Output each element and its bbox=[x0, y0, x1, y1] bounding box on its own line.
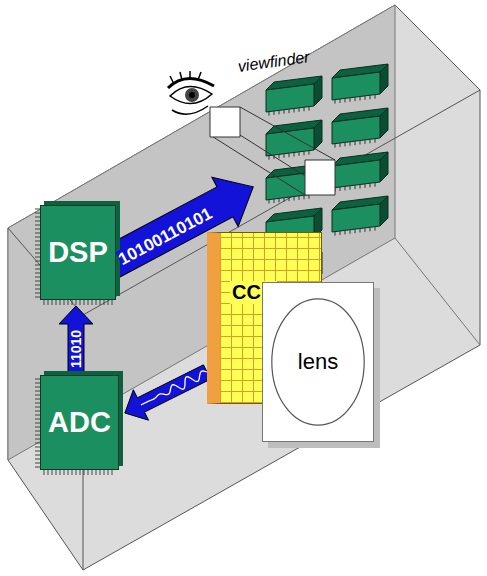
memory-chip bbox=[332, 64, 388, 104]
memory-chip bbox=[332, 196, 388, 236]
memory-chip bbox=[266, 76, 322, 116]
adc-chip: ADC bbox=[40, 375, 119, 470]
node-label: lens bbox=[298, 349, 338, 375]
memory-chip bbox=[332, 108, 388, 148]
eye-icon bbox=[168, 71, 214, 114]
camera-housing bbox=[8, 5, 480, 570]
signal-arrow bbox=[125, 365, 211, 420]
memory-chip bbox=[332, 152, 388, 192]
signal-arrow bbox=[59, 306, 93, 373]
node-label: ADC bbox=[48, 406, 111, 439]
node-label: DSP bbox=[48, 236, 108, 269]
viewfinder-label: viewfinder bbox=[237, 48, 311, 76]
housing-edge bbox=[395, 238, 480, 345]
bit-stream: 10100110101 bbox=[115, 204, 215, 270]
dsp-chip: DSP bbox=[40, 205, 116, 300]
analog-waveform bbox=[141, 371, 207, 405]
lens-box: lens bbox=[262, 282, 374, 442]
edge-label: 11010 bbox=[69, 329, 83, 367]
